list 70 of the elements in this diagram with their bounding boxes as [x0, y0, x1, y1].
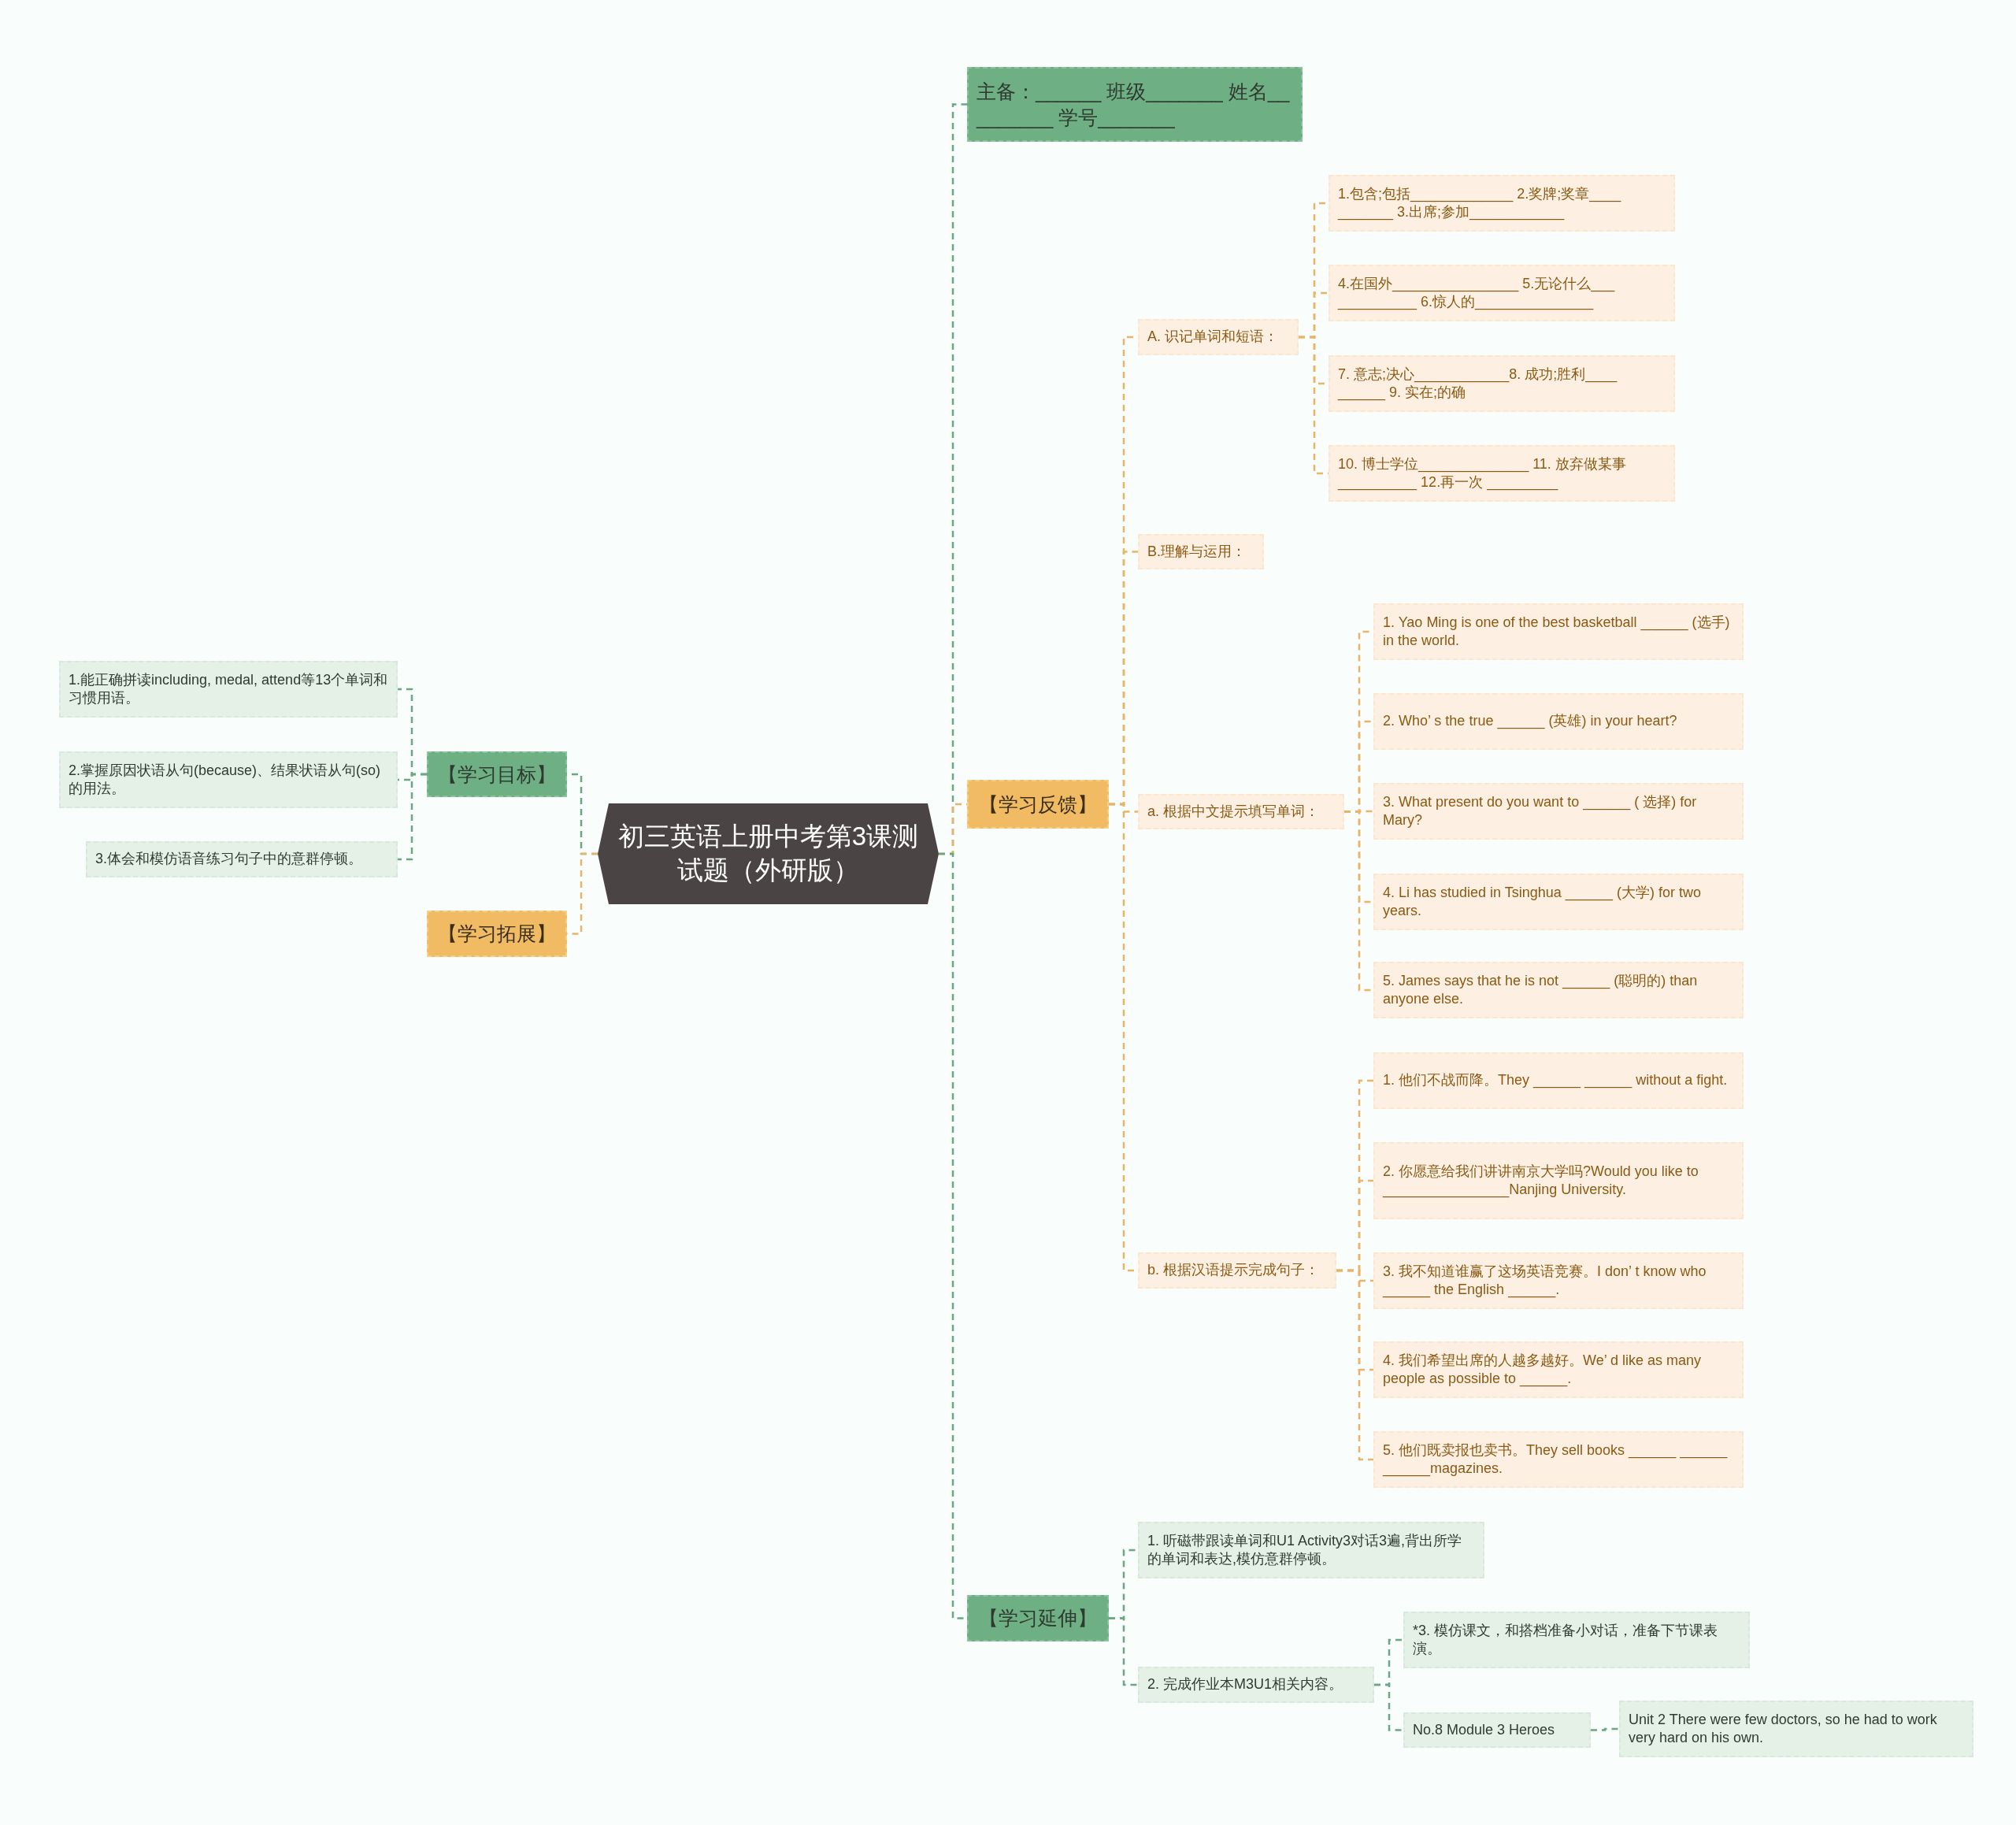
branch-label: 【学习反馈】: [979, 792, 1097, 817]
central-topic-hexagon: [598, 803, 939, 904]
topic-box: [1373, 874, 1744, 930]
topic-box: [1373, 603, 1744, 660]
topic-text: 4.在国外________________ 5.无论什么___ __________ 6.惊人的_______________: [1338, 274, 1616, 312]
branch-label: 【学习目标】: [438, 762, 556, 787]
topic-box: [1138, 1522, 1484, 1578]
topic-box: [59, 661, 398, 718]
connector-line: [1109, 1617, 1138, 1686]
topic-text: 2. 你愿意给我们讲讲南京大学吗?Would you like to ________________Nanjing University.: [1383, 1162, 1699, 1200]
topic-text: 1.包含;包括_____________ 2.奖牌;奖章____ _______ 3.出席;参加____________: [1338, 184, 1622, 222]
branch-label: 【学习延伸】: [979, 1606, 1097, 1631]
topic-box: [1329, 265, 1675, 321]
connector-line: [1344, 810, 1373, 992]
topic-text: 3. 我不知道谁赢了这场英语竞赛。I don’ t know who ______ the English ______.: [1383, 1262, 1707, 1300]
branch-box: [967, 780, 1109, 829]
topic-text: No.8 Module 3 Heroes: [1413, 1720, 1555, 1739]
topic-box: [1138, 534, 1264, 569]
topic-box: [1329, 175, 1675, 232]
branch-label: 主备：______ 班级_______ 姓名__ _______ 学号_______: [976, 80, 1291, 130]
branch-box: [967, 1595, 1109, 1641]
branch-box: [427, 751, 567, 797]
branch-box: [427, 911, 567, 957]
topic-text: 4. Li has studied in Tsinghua ______ (大学) for two years.: [1383, 883, 1702, 920]
topic-box: [1373, 693, 1744, 750]
topic-box: [1138, 1252, 1336, 1289]
topic-text: 2. Who’ s the true ______ (英雄) in your heart?: [1383, 712, 1677, 731]
topic-text: 1. Yao Ming is one of the best basketball ______ (选手) in the world.: [1383, 613, 1731, 650]
topic-text: 1.能正确拼读including, medal, attend等13个单词和习惯用语。: [69, 670, 388, 707]
topic-box: [1373, 1142, 1744, 1219]
topic-text: 3.体会和模仿语音练习句子中的意群停顿。: [95, 850, 362, 869]
topic-text: 1. 听磁带跟读单词和U1 Activity3对话3遍,背出所学的单词和表达,模仿意群停顿。: [1147, 1531, 1463, 1568]
topic-text: 2.掌握原因状语从句(because)、结果状语从句(so)的用法。: [69, 761, 382, 798]
topic-text: 4. 我们希望出席的人越多越好。We’ d like as many people as possible to ______.: [1383, 1351, 1703, 1389]
topic-box: [1373, 1252, 1744, 1309]
topic-text: 2. 完成作业本M3U1相关内容。: [1147, 1675, 1343, 1694]
topic-text: *3. 模仿课文，和搭档准备小对话，准备下节课表演。: [1413, 1621, 1719, 1658]
branch-box: [967, 67, 1303, 142]
topic-text: 7. 意志;决心____________8. 成功;胜利____ ______ 9. 实在;的确: [1338, 365, 1618, 402]
topic-text: a. 根据中文提示填写单词：: [1147, 802, 1319, 821]
topic-box: [1138, 794, 1344, 829]
topic-text: Unit 2 There were few doctors, so he had to work very hard on his own.: [1629, 1710, 1938, 1747]
topic-box: [1138, 319, 1299, 355]
topic-box: [1403, 1712, 1591, 1748]
topic-box: [1619, 1701, 1973, 1757]
topic-text: A. 识记单词和短语：: [1147, 328, 1278, 347]
connector-line: [1591, 1727, 1619, 1731]
branch-label: 【学习拓展】: [438, 922, 556, 947]
topic-text: 1. 他们不战而降。They ______ ______ without a fight.: [1383, 1071, 1728, 1090]
topic-box: [1373, 783, 1744, 840]
connector-line: [1336, 1269, 1373, 1461]
topic-box: [1138, 1667, 1374, 1703]
topic-text: 5. James says that he is not ______ (聪明的) than anyone else.: [1383, 971, 1699, 1008]
topic-box: [1373, 1341, 1744, 1398]
topic-text: 5. 他们既卖报也卖书。They sell books ______ ______ ______magazines.: [1383, 1441, 1729, 1478]
topic-box: [1373, 1431, 1744, 1488]
topic-text: b. 根据汉语提示完成句子：: [1147, 1261, 1319, 1280]
connector-line: [1374, 1683, 1403, 1731]
topic-box: [1403, 1612, 1750, 1668]
connector-line: [398, 773, 427, 861]
topic-text: B.理解与运用：: [1147, 542, 1246, 561]
topic-title: 初三英语上册中考第3课测试题（外研版）: [617, 821, 920, 886]
topic-box: [1373, 1052, 1744, 1109]
topic-box: [1329, 445, 1675, 502]
topic-text: 3. What present do you want to ______ ( 选择) for Mary?: [1383, 792, 1698, 829]
topic-text: 10. 博士学位______________ 11. 放弃做某事__________ 12.再一次 _________: [1338, 454, 1627, 492]
topic-box: [86, 841, 398, 877]
topic-box: [1373, 962, 1744, 1018]
topic-box: [1329, 355, 1675, 412]
topic-box: [59, 751, 398, 808]
